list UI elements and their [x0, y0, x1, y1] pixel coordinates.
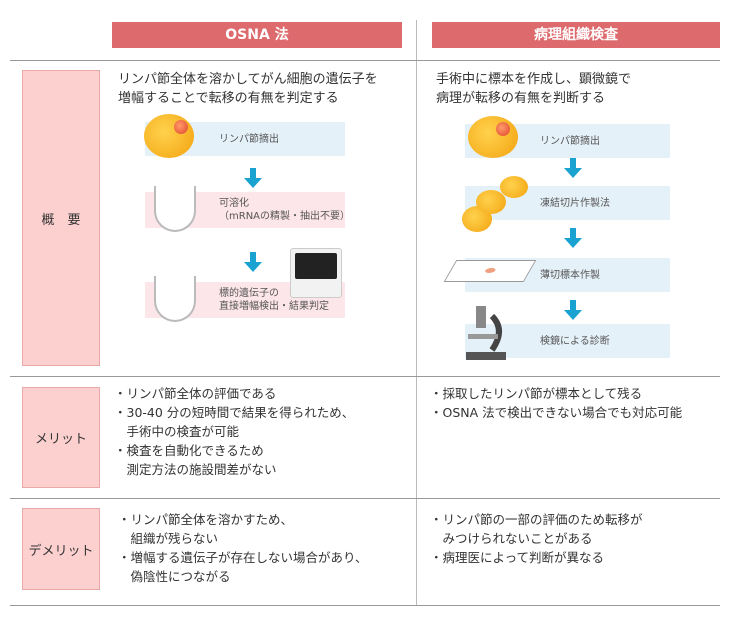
list-item: ・リンパ節の一部の評価のため転移が: [430, 512, 643, 527]
pathology-header: 病理組織検査: [432, 22, 720, 48]
arrow-down-icon: [244, 252, 262, 272]
glass-slide-icon: [443, 260, 537, 282]
osna-header: OSNA 法: [112, 22, 402, 48]
pathology-merit-list: ・採取したリンパ節が標本として残る ・OSNA 法で検出できない場合でも対応可能: [430, 384, 682, 422]
list-item: 測定方法の施設間差がない: [114, 462, 277, 477]
list-item: ・リンパ節全体を溶かすため、: [118, 512, 294, 527]
test-tube-icon: [154, 186, 196, 232]
step-label: 薄切標本作製: [540, 269, 600, 281]
frozen-section-icon: [476, 190, 506, 214]
summary-line: 手術中に標本を作成し、顕微鏡で: [436, 72, 632, 87]
row-label-merit: メリット: [22, 387, 100, 488]
list-item: ・OSNA 法で検出できない場合でも対応可能: [430, 405, 683, 420]
arrow-down-icon: [244, 168, 262, 188]
arrow-down-icon: [564, 158, 582, 178]
step-label: リンパ節摘出: [540, 135, 600, 147]
test-tube-icon: [154, 276, 196, 322]
arrow-down-icon: [564, 228, 582, 248]
list-item: 組織が残らない: [118, 531, 219, 546]
pathology-flow-diagram: リンパ節摘出 凍結切片作製法 薄切標本作製 検鏡による診断: [440, 110, 700, 370]
row-divider: [10, 605, 720, 606]
pathology-summary: 手術中に標本を作成し、顕微鏡で 病理が転移の有無を判断する: [436, 70, 631, 108]
step-label: 凍結切片作製法: [540, 197, 610, 209]
step-label: 可溶化: [219, 198, 249, 209]
step-label: リンパ節摘出: [219, 133, 279, 145]
list-item: みつけられないことがある: [430, 531, 593, 546]
list-item: ・検査を自動化できるため: [114, 443, 264, 458]
lymph-node-icon: [144, 114, 194, 158]
tumor-icon: [496, 122, 510, 136]
step-label: （mRNAの精製・抽出不要）: [219, 211, 351, 222]
frozen-section-icon: [500, 176, 528, 198]
row-divider: [10, 498, 720, 499]
osna-demerit-list: ・リンパ節全体を溶かすため、 組織が残らない ・増幅する遺伝子が存在しない場合が…: [118, 510, 368, 586]
list-item: 偽陰性につながる: [118, 569, 231, 584]
list-item: ・採取したリンパ節が標本として残る: [430, 386, 643, 401]
osna-summary: リンパ節全体を溶かしてがん細胞の遺伝子を 増幅することで転移の有無を判定する: [118, 70, 378, 108]
list-item: ・増幅する遺伝子が存在しない場合があり、: [118, 550, 368, 565]
arrow-down-icon: [564, 300, 582, 320]
osna-merit-list: ・リンパ節全体の評価である ・30-40 分の短時間で結果を得られため、 手術中…: [114, 384, 354, 479]
step-label: 検鏡による診断: [540, 335, 610, 347]
list-item: ・病理医によって判断が異なる: [430, 550, 605, 565]
lymph-node-icon: [468, 116, 518, 158]
summary-line: 増幅することで転移の有無を判定する: [118, 91, 339, 106]
summary-line: リンパ節全体を溶かしてがん細胞の遺伝子を: [118, 72, 378, 87]
analyzer-machine-icon: [290, 248, 342, 298]
osna-flow-diagram: リンパ節摘出 可溶化 （mRNAの精製・抽出不要） 標的遺伝子の 直接増幅検出・…: [140, 110, 370, 340]
row-label-demerit: デメリット: [22, 508, 100, 590]
microscope-icon: [466, 306, 506, 360]
list-item: ・リンパ節全体の評価である: [114, 386, 277, 401]
step-label: 直接増幅検出・結果判定: [219, 301, 329, 312]
column-divider: [416, 20, 417, 606]
list-item: ・30-40 分の短時間で結果を得られため、: [114, 405, 355, 420]
row-divider: [10, 376, 720, 377]
row-divider: [10, 60, 720, 61]
summary-line: 病理が転移の有無を判断する: [436, 91, 606, 106]
tumor-icon: [174, 120, 188, 134]
step-label: 標的遺伝子の: [219, 288, 279, 299]
row-label-overview: 概 要: [22, 70, 100, 366]
list-item: 手術中の検査が可能: [114, 424, 240, 439]
pathology-demerit-list: ・リンパ節の一部の評価のため転移が みつけられないことがある ・病理医によって判…: [430, 510, 643, 567]
